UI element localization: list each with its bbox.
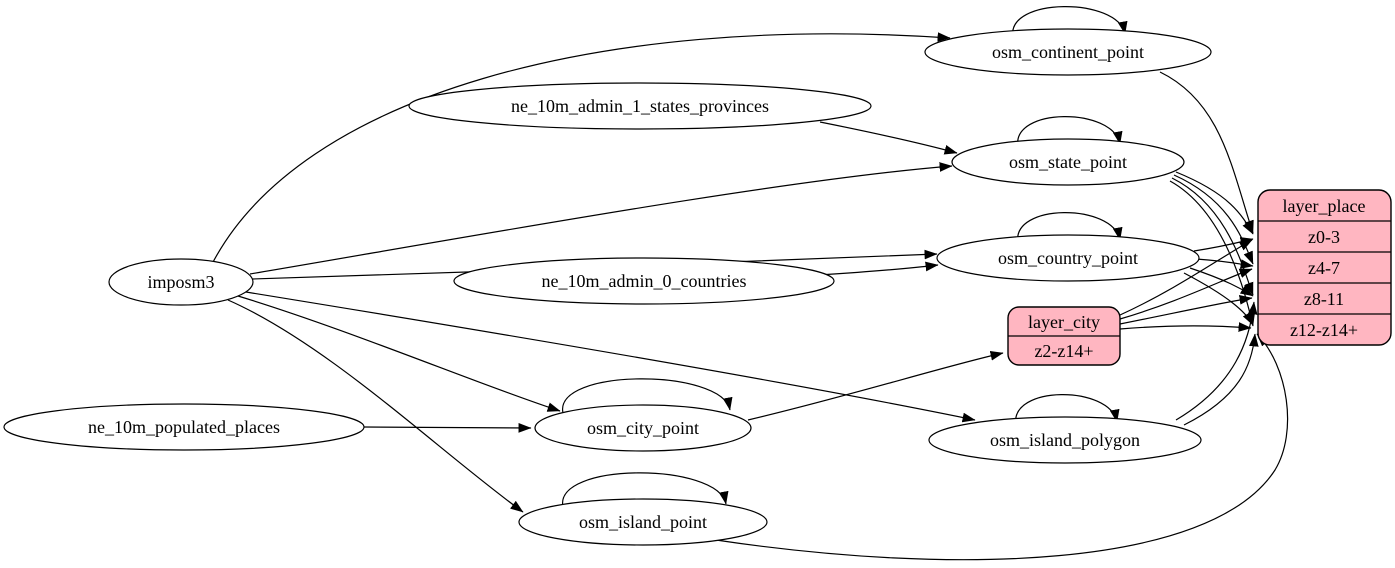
node-osm_country_point-label: osm_country_point bbox=[998, 248, 1138, 268]
edge-osm_state_point-layer_place-z0-3 bbox=[1175, 171, 1254, 235]
edge-ne_10m_admin_1_states_provinces-osm_state_point bbox=[819, 121, 958, 155]
node-imposm3-shape bbox=[108, 258, 254, 306]
edge-layer_city-layer_place-z8-11 bbox=[1119, 295, 1253, 325]
node-layer_place: layer_place z0-3 z4-7 z8-11 z12-z14+ bbox=[1257, 189, 1392, 346]
node-osm_island_point: osm_island_point bbox=[518, 498, 768, 546]
node-ne_10m_admin_0_countries-shape bbox=[453, 257, 835, 305]
node-ne_10m_admin_0_countries: ne_10m_admin_0_countries bbox=[453, 257, 835, 305]
self-loop-osm_state_point bbox=[1017, 116, 1123, 148]
edge-osm_city_point-layer_city-z2-z14 bbox=[747, 350, 1004, 421]
edge-ne_10m_populated_places-osm_city_point bbox=[363, 423, 532, 433]
edge-imposm3-osm_state_point bbox=[249, 162, 953, 275]
node-layer_city-row-z2-z14: z2-z14+ bbox=[1034, 341, 1093, 361]
node-layer_city: layer_city z2-z14+ bbox=[1007, 306, 1121, 366]
node-osm_island_polygon-shape bbox=[928, 416, 1202, 464]
node-imposm3-label: imposm3 bbox=[147, 272, 214, 292]
edge-osm_island_polygon-layer_place-z12-z14 bbox=[1183, 333, 1259, 426]
node-layer_city-title: layer_city bbox=[1028, 312, 1100, 332]
node-osm_continent_point: osm_continent_point bbox=[924, 28, 1212, 76]
node-ne_10m_populated_places-label: ne_10m_populated_places bbox=[88, 417, 280, 437]
node-osm_city_point-label: osm_city_point bbox=[587, 418, 699, 438]
node-ne_10m_admin_1_states_provinces: ne_10m_admin_1_states_provinces bbox=[408, 82, 872, 130]
node-imposm3: imposm3 bbox=[108, 258, 254, 306]
edge-osm_country_point-layer_place-z4-7 bbox=[1195, 258, 1254, 269]
node-osm_island_polygon-label: osm_island_polygon bbox=[990, 430, 1140, 450]
node-osm_city_point: osm_city_point bbox=[534, 404, 752, 452]
self-loop-osm_country_point bbox=[1017, 212, 1123, 244]
node-osm_state_point: osm_state_point bbox=[951, 138, 1185, 186]
edge-osm_island_point-layer_place-z12-z14 bbox=[715, 333, 1289, 561]
node-osm_state_point-shape bbox=[951, 138, 1185, 186]
edge-imposm3-osm_continent_point bbox=[211, 32, 951, 265]
edge-ne_10m_admin_0_countries-osm_country_point bbox=[819, 261, 939, 276]
self-loop-osm_island_polygon bbox=[1015, 394, 1120, 426]
node-osm_island_point-shape bbox=[518, 498, 768, 546]
edge-osm_continent_point-layer_place-z0-3 bbox=[1159, 71, 1254, 234]
node-layer_place-row-z0-3: z0-3 bbox=[1308, 227, 1340, 247]
node-layer_place-shape bbox=[1257, 189, 1392, 346]
node-layer_place-row-z4-7: z4-7 bbox=[1308, 258, 1340, 278]
node-osm_country_point-shape bbox=[936, 234, 1200, 282]
node-osm_continent_point-shape bbox=[924, 28, 1212, 76]
node-layer_place-row-z8-11: z8-11 bbox=[1304, 289, 1344, 309]
node-ne_10m_admin_1_states_provinces-label: ne_10m_admin_1_states_provinces bbox=[511, 96, 769, 116]
node-osm_state_point-label: osm_state_point bbox=[1009, 152, 1127, 172]
node-osm_continent_point-label: osm_continent_point bbox=[992, 42, 1144, 62]
edge-layer_city-layer_place-z12-z14 bbox=[1119, 322, 1252, 332]
self-loop-osm_city_point bbox=[562, 378, 733, 414]
node-osm_island_point-label: osm_island_point bbox=[579, 512, 707, 532]
edge-imposm3-osm_island_polygon bbox=[245, 291, 976, 423]
node-ne_10m_admin_1_states_provinces-shape bbox=[408, 82, 872, 130]
self-loop-osm_island_point bbox=[562, 472, 729, 508]
node-ne_10m_populated_places: ne_10m_populated_places bbox=[3, 403, 365, 451]
edge-layer_city-layer_place-z0-3 bbox=[1119, 239, 1253, 316]
edge-osm_state_point-layer_place-z8-11 bbox=[1171, 177, 1254, 296]
node-osm_city_point-shape bbox=[534, 404, 752, 452]
edge-osm_island_polygon-layer_place-z8-11 bbox=[1175, 301, 1258, 421]
node-ne_10m_populated_places-shape bbox=[3, 403, 365, 451]
node-osm_island_polygon: osm_island_polygon bbox=[928, 416, 1202, 464]
edge-osm_state_point-layer_place-z4-7 bbox=[1173, 174, 1254, 265]
node-osm_country_point: osm_country_point bbox=[936, 234, 1200, 282]
node-ne_10m_admin_0_countries-label: ne_10m_admin_0_countries bbox=[542, 271, 747, 291]
edge-imposm3-osm_city_point bbox=[237, 295, 561, 412]
node-layer_place-title: layer_place bbox=[1283, 196, 1366, 216]
edge-layer_city-layer_place-z4-7 bbox=[1119, 268, 1253, 320]
node-layer_place-row-z12-z14: z12-z14+ bbox=[1290, 320, 1358, 340]
self-loop-osm_continent_point bbox=[1012, 6, 1128, 38]
edge-imposm3-osm_island_point bbox=[227, 299, 524, 513]
edges bbox=[211, 6, 1289, 561]
